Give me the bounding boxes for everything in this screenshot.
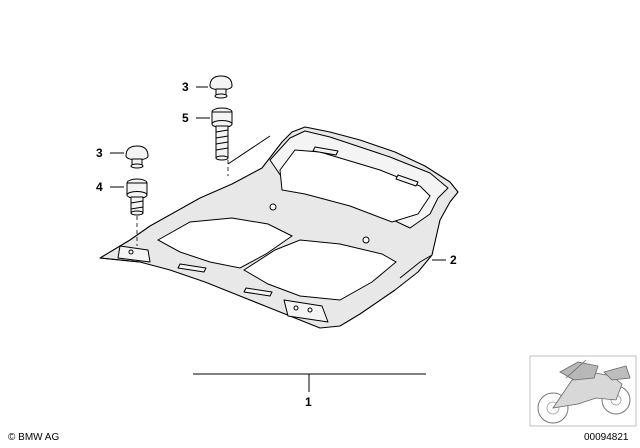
callout-2: 2 [450,253,457,267]
callout-5: 5 [182,111,189,125]
screw-upper [211,107,233,161]
part-number: 00094821 [584,432,629,443]
callout-4: 4 [96,180,103,194]
callout-3-lower: 3 [96,146,103,160]
luggage-rack-frame [99,126,459,329]
screw-lower [126,178,148,216]
callout-1: 1 [305,395,312,409]
motorcycle-thumbnail-icon [529,355,637,427]
assembly-bracket [193,373,426,392]
rubber-cap-lower [125,145,149,169]
copyright-text: © BMW AG [8,432,59,443]
callout-3-upper: 3 [182,80,189,94]
rubber-cap-upper [209,75,233,99]
